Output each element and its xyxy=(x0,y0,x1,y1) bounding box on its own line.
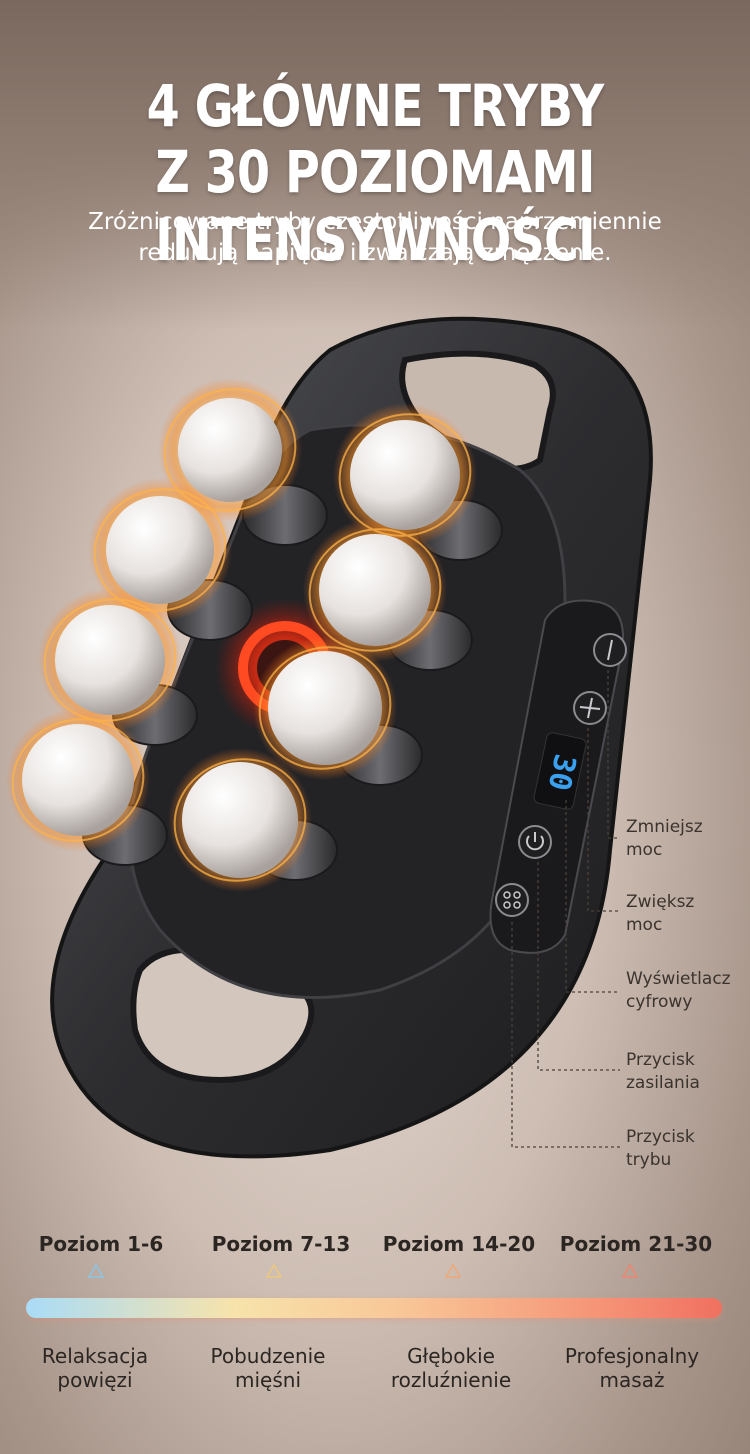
callout-increase-power: Zwiększ moc xyxy=(626,891,694,937)
subtitle-line-2: redukują napięcie i zwalczają zmęczenie. xyxy=(138,240,612,266)
headline-line-1: 4 GŁÓWNE TRYBY xyxy=(146,72,605,140)
triangle-icon xyxy=(88,1264,104,1278)
callout-digital-display: Wyświetlacz cyfrowy xyxy=(626,968,731,1014)
headline-line-2: Z 30 POZIOMAMI INTENSYWNOŚCI xyxy=(155,138,596,274)
level-14-20-label: Poziom 14-20 xyxy=(382,1232,536,1256)
callout-line-2: trybu xyxy=(626,1150,672,1170)
level-7-13-label: Poziom 7-13 xyxy=(211,1232,351,1256)
callout-leaders xyxy=(511,670,620,1148)
mode-button[interactable] xyxy=(495,883,529,917)
benefit-line-1: Pobudzenie xyxy=(210,1344,326,1368)
display-value: 30 xyxy=(541,751,583,794)
intensity-gradient-bar xyxy=(26,1298,722,1318)
mode-grid-icon xyxy=(495,883,529,917)
benefit-line-2: powięzi xyxy=(57,1368,133,1392)
callout-mode-button: Przycisk trybu xyxy=(626,1126,695,1172)
benefit-line-2: masaż xyxy=(599,1368,665,1392)
triangle-icon xyxy=(266,1264,282,1278)
callout-line-2: moc xyxy=(626,840,663,860)
subtitle-line-1: Zróżnicowane tryby częstotliwości naprze… xyxy=(88,209,662,235)
callout-line-2: cyfrowy xyxy=(626,992,693,1012)
massager-illustration: 30 xyxy=(6,316,653,1159)
massage-heads xyxy=(6,378,503,892)
plus-button[interactable] xyxy=(573,691,607,725)
benefit-muscle-stimulation: Pobudzenie mięśni xyxy=(178,1344,358,1392)
benefit-professional-massage: Profesjonalny masaż xyxy=(542,1344,722,1392)
benefit-line-2: rozluźnienie xyxy=(390,1368,512,1392)
minus-button[interactable] xyxy=(593,633,627,667)
benefit-line-1: Głębokie xyxy=(407,1344,495,1368)
benefit-deep-relaxation: Głębokie rozluźnienie xyxy=(361,1344,541,1392)
triangle-icon xyxy=(622,1264,638,1278)
level-1-6-label: Poziom 1-6 xyxy=(38,1232,164,1256)
callout-line-1: Zmniejsz xyxy=(626,817,703,837)
callout-line-1: Zwiększ xyxy=(626,892,695,912)
benefit-line-1: Relaksacja xyxy=(41,1344,149,1368)
callout-line-2: moc xyxy=(626,915,663,935)
benefit-line-2: mięśni xyxy=(235,1368,301,1392)
callout-power-button: Przycisk zasilania xyxy=(626,1049,700,1095)
benefit-fascia-relaxation: Relaksacja powięzi xyxy=(5,1344,185,1392)
callout-line-2: zasilania xyxy=(626,1073,700,1093)
digital-display: 30 xyxy=(533,732,587,810)
callout-line-1: Wyświetlacz xyxy=(626,969,731,989)
background-shade xyxy=(0,0,750,330)
triangle-icon xyxy=(445,1264,461,1278)
benefit-line-1: Profesjonalny xyxy=(564,1344,700,1368)
callout-decrease-power: Zmniejsz moc xyxy=(626,816,703,862)
callout-line-1: Przycisk xyxy=(626,1127,695,1147)
callout-line-1: Przycisk xyxy=(626,1050,695,1070)
level-21-30-label: Poziom 21-30 xyxy=(559,1232,713,1256)
power-button[interactable] xyxy=(518,825,552,859)
